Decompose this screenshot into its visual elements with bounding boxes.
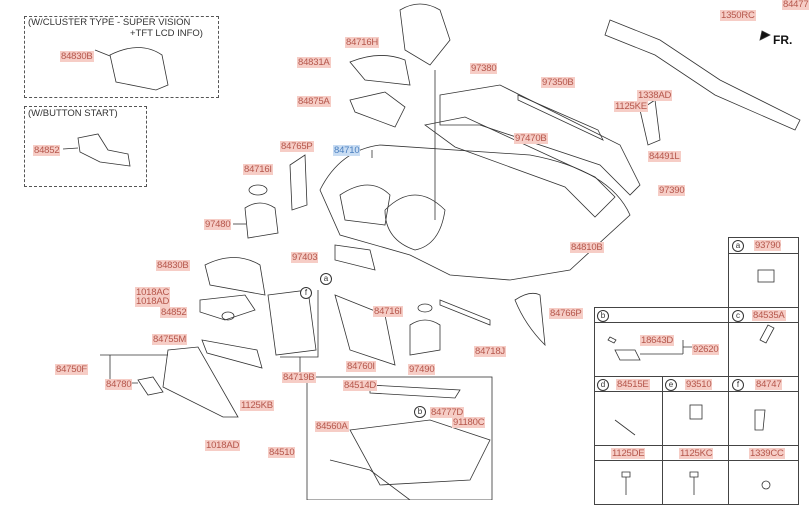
part-label[interactable]: 84875A bbox=[297, 96, 331, 107]
part-label-selected[interactable]: 84710 bbox=[333, 145, 361, 156]
part-label[interactable]: 1338AD bbox=[637, 90, 673, 101]
part-label[interactable]: 1125KB bbox=[240, 400, 274, 411]
legend-fastener[interactable]: 1339CC bbox=[749, 448, 785, 459]
part-label[interactable]: 84755M bbox=[152, 334, 188, 345]
part-label[interactable]: 84510 bbox=[268, 447, 296, 458]
part-label[interactable]: 1125KE bbox=[614, 101, 648, 112]
part-label[interactable]: 84514D bbox=[343, 380, 378, 391]
part-label[interactable]: 84830B bbox=[156, 260, 190, 271]
part-label[interactable]: 97380 bbox=[470, 63, 498, 74]
part-label[interactable]: 84716H bbox=[345, 37, 380, 48]
part-label[interactable]: 97470B bbox=[514, 133, 548, 144]
legend-part[interactable]: 84747 bbox=[755, 379, 783, 390]
part-label[interactable]: 84716I bbox=[373, 306, 403, 317]
part-label[interactable]: 97403 bbox=[291, 252, 319, 263]
part-label[interactable]: 97490 bbox=[408, 364, 436, 375]
part-label[interactable]: 97390 bbox=[658, 185, 686, 196]
part-label[interactable]: 1018AD bbox=[135, 296, 171, 307]
button-start-box bbox=[24, 106, 147, 187]
legend-fastener[interactable]: 1125DE bbox=[611, 448, 646, 459]
legend-letter-e: e bbox=[665, 379, 677, 391]
legend-part[interactable]: 84515E bbox=[616, 379, 650, 390]
cluster-option-box bbox=[24, 16, 219, 98]
cluster-note-line2: +TFT LCD INFO) bbox=[130, 28, 203, 39]
part-label[interactable]: 84810B bbox=[570, 242, 604, 253]
front-marker: FR. bbox=[773, 33, 793, 47]
part-label[interactable]: 1018AD bbox=[205, 440, 241, 451]
legend-part[interactable]: 92620 bbox=[692, 344, 720, 355]
part-label[interactable]: 84777D bbox=[430, 407, 465, 418]
part-label[interactable]: 1350RC bbox=[720, 10, 756, 21]
part-label[interactable]: 84716I bbox=[243, 164, 273, 175]
part-label[interactable]: 84719B bbox=[282, 372, 316, 383]
part-label[interactable]: 84718J bbox=[474, 346, 506, 357]
legend-letter-d: d bbox=[597, 379, 609, 391]
callout-b: b bbox=[414, 406, 426, 418]
part-label[interactable]: 84831A bbox=[297, 57, 331, 68]
callout-a: a bbox=[320, 273, 332, 285]
legend-part[interactable]: 18643D bbox=[640, 335, 675, 346]
part-label[interactable]: 84852 bbox=[33, 145, 61, 156]
part-label[interactable]: 84750F bbox=[55, 364, 89, 375]
part-label[interactable]: 84765P bbox=[280, 141, 314, 152]
legend-letter-c: c bbox=[732, 310, 744, 322]
part-label[interactable]: 84766P bbox=[549, 308, 583, 319]
part-label[interactable]: 1018AC bbox=[135, 287, 171, 298]
legend-part[interactable]: 93510 bbox=[685, 379, 713, 390]
part-label[interactable]: 84852 bbox=[160, 307, 188, 318]
cluster-note-line1: (W/CLUSTER TYPE - SUPER VISION bbox=[28, 17, 191, 28]
part-label[interactable]: 84491L bbox=[648, 151, 681, 162]
callout-f: f bbox=[300, 287, 312, 299]
part-label[interactable]: 84560A bbox=[315, 421, 349, 432]
button-start-note: (W/BUTTON START) bbox=[28, 108, 118, 119]
part-label[interactable]: 84760I bbox=[346, 361, 376, 372]
legend-part[interactable]: 93790 bbox=[754, 240, 782, 251]
legend-part[interactable]: 84535A bbox=[752, 310, 786, 321]
legend-fastener[interactable]: 1125KC bbox=[679, 448, 714, 459]
legend-letter-f: f bbox=[732, 379, 744, 391]
part-label[interactable]: 84830B bbox=[60, 51, 94, 62]
legend-letter-b: b bbox=[597, 310, 609, 322]
part-label[interactable]: 97480 bbox=[204, 219, 232, 230]
part-label[interactable]: 84477 bbox=[782, 0, 810, 10]
part-label[interactable]: 91180C bbox=[452, 417, 486, 428]
part-label[interactable]: 97350B bbox=[541, 77, 575, 88]
part-label[interactable]: 84780 bbox=[105, 379, 133, 390]
legend-letter-a: a bbox=[732, 240, 744, 252]
